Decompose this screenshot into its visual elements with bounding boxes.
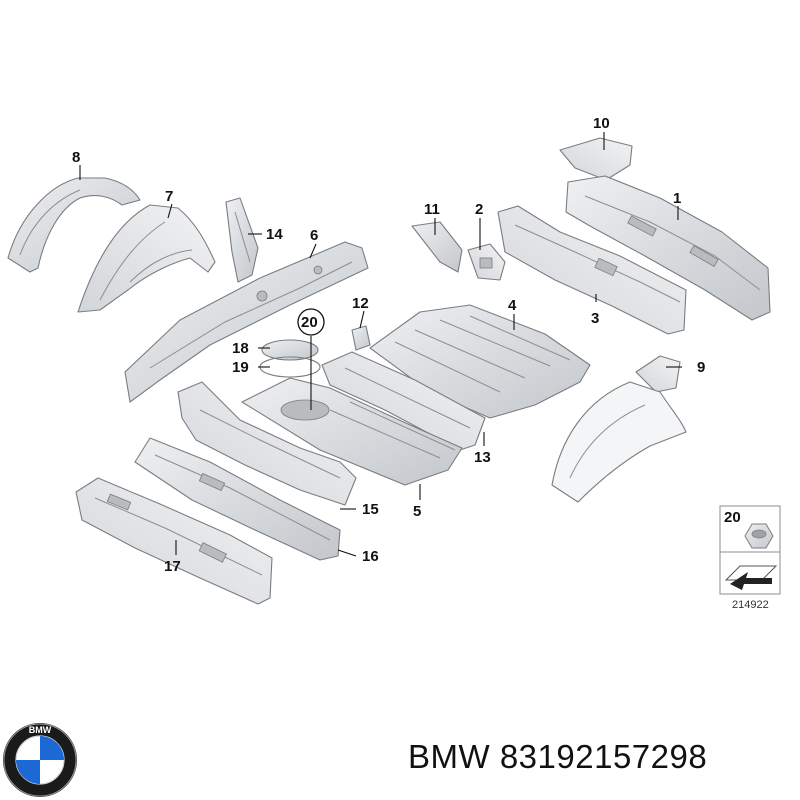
brand-name: BMW	[408, 738, 491, 775]
callout-4: 4	[508, 297, 517, 314]
part-18-seal	[261, 339, 319, 361]
callout-17: 17	[164, 558, 181, 575]
part-9-bracket	[635, 355, 681, 393]
part-7-wheelhouse-panel	[77, 204, 216, 313]
callout-13: 13	[474, 449, 491, 466]
callout-10: 10	[593, 115, 610, 132]
callout-6: 6	[310, 227, 318, 244]
part-12-clip	[351, 325, 371, 351]
part-13-floor-section	[321, 351, 486, 451]
part-2-plate	[467, 243, 506, 281]
callout-12: 12	[352, 295, 369, 312]
part-16-floor-crossmember	[134, 437, 341, 561]
part-8-wheel-arch	[7, 177, 141, 273]
callout-20: 20	[301, 314, 318, 331]
callout-3: 3	[591, 310, 599, 327]
leader-lines	[79, 132, 682, 557]
callout-2: 2	[475, 201, 483, 218]
callout-14: 14	[266, 226, 283, 243]
bmw-roundel-icon: BMW	[3, 723, 77, 797]
callout-8: 8	[72, 149, 80, 166]
callout-19: 19	[232, 359, 249, 376]
part-1-crossmember	[565, 175, 771, 321]
callout-5: 5	[413, 503, 421, 520]
part-5-spare-wheel-floor	[241, 377, 463, 486]
part-10-bracket	[559, 137, 633, 181]
reference-number: 214922	[732, 599, 769, 611]
part-caption: BMW 83192157298	[408, 738, 707, 776]
arrow-plate-icon	[724, 565, 778, 590]
part-3-rear-panel	[497, 205, 687, 335]
callout-9: 9	[697, 359, 705, 376]
part-number: 83192157298	[499, 738, 708, 775]
part-11-gusset	[411, 221, 463, 273]
callout-15: 15	[362, 501, 379, 518]
callout-16: 16	[362, 548, 379, 565]
legend-box: 20 214922	[719, 505, 781, 611]
part-14-bracket	[225, 197, 259, 283]
part-15-cross-brace	[177, 381, 357, 506]
callout-18: 18	[232, 340, 249, 357]
rear-wheelhouse-panel	[551, 381, 687, 503]
part-17-front-crossmember	[75, 477, 273, 605]
callout-11: 11	[424, 201, 440, 218]
roundel-lettering: BMW	[29, 725, 52, 735]
hex-nut-icon	[744, 523, 774, 549]
callout-1: 1	[673, 190, 681, 207]
legend-callout-20: 20	[724, 509, 741, 526]
callout-20-circle	[297, 308, 325, 336]
part-6-side-member	[124, 241, 369, 403]
callout-7: 7	[165, 188, 173, 205]
